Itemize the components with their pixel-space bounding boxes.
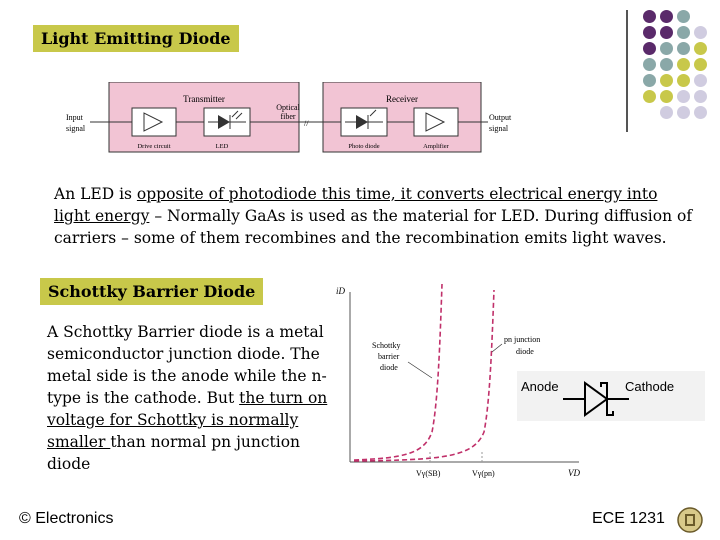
drive-circuit-box (131, 107, 177, 137)
x-axis-label: VD (568, 468, 580, 478)
photo-diode-icon (356, 115, 368, 129)
amplifier-label: Amplifier (423, 143, 449, 150)
input-label-1: Input (66, 113, 84, 122)
decorative-vertical-line (626, 10, 628, 132)
schottky-diode-symbol: Anode Cathode (517, 371, 705, 421)
output-label-2: signal (489, 124, 509, 133)
fiber-label-1: Optical (276, 103, 300, 112)
transmitter-label: Transmitter (183, 94, 225, 104)
schottky-section-title: Schottky Barrier Diode (40, 278, 264, 305)
led-label: LED (216, 143, 229, 150)
footer-right: ECE 1231 (592, 510, 665, 527)
iv-characteristic-graph: iD VD Schottky barrier diode pn junction… (336, 283, 580, 478)
schottky-curve (353, 283, 443, 461)
led-fiber-block-diagram: Transmitter Drive circuit LED Receiver P… (66, 82, 512, 153)
led-description: An LED is opposite of photodiode this ti… (54, 185, 693, 247)
svg-text://: // (304, 119, 309, 128)
pn-curve-label-1: pn junction (504, 335, 540, 344)
led-diode-icon (218, 115, 230, 129)
input-label-2: signal (66, 124, 86, 133)
schottky-curve-label-1: Schottky (372, 341, 400, 350)
pn-curve-label-2: diode (516, 347, 534, 356)
university-crest-icon (677, 507, 703, 533)
schottky-curve-label-2: barrier (378, 352, 400, 361)
amplifier-triangle-tx (143, 112, 164, 132)
schottky-description: A Schottky Barrier diode is a metal semi… (47, 323, 328, 473)
fiber-label-2: fiber (280, 112, 295, 121)
schottky-bar-icon (600, 382, 614, 416)
receiver-label: Receiver (386, 94, 418, 104)
photo-diode-label: Photo diode (348, 143, 379, 150)
led-section-title: Light Emitting Diode (33, 25, 239, 52)
schottky-curve-label-3: diode (380, 363, 398, 372)
vt-schottky-label: Vγ(SB) (416, 469, 441, 478)
drive-circuit-label: Drive circuit (137, 143, 170, 150)
vt-pn-label: Vγ(pn) (472, 469, 495, 478)
cathode-label: Cathode (625, 379, 674, 394)
amplifier-box (413, 107, 459, 137)
diode-triangle-icon (584, 381, 609, 417)
amplifier-triangle-rx (425, 112, 446, 132)
footer-left: © Electronics (19, 510, 114, 527)
output-label-1: Output (489, 113, 512, 122)
anode-label: Anode (521, 379, 559, 394)
y-axis-label: iD (336, 286, 346, 296)
pn-junction-curve (353, 289, 495, 462)
